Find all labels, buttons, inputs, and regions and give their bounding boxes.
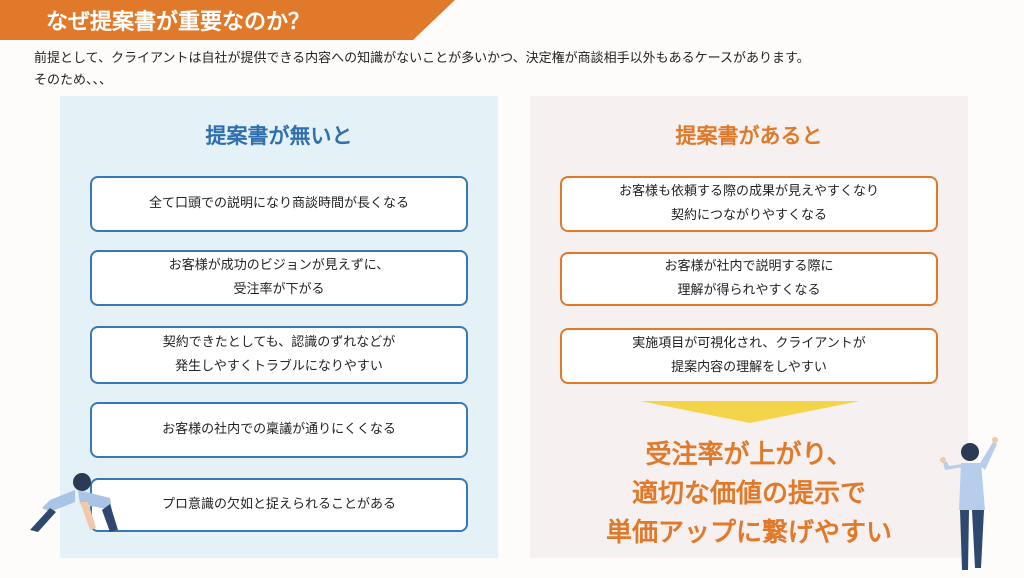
discouraged-person-illustration	[30, 473, 118, 532]
with-item: お客様が社内で説明する際に理解が得られやすくなる	[560, 252, 938, 306]
with-heading: 提案書があると	[675, 124, 823, 148]
without-item: お客様が成功のビジョンが見えずに、受注率が下がる	[90, 250, 468, 306]
item-text: 理解が得られやすくなる	[677, 283, 821, 298]
item-text: お客様の社内での稟議が通りにくくなる	[162, 422, 396, 437]
item-text: 全て口頭での説明になり商談時間が長くなる	[148, 196, 409, 211]
item-text: 発生しやすくトラブルになりやすい	[175, 359, 383, 374]
intro-text: 前提として、クライアントは自社が提供できる内容への知識がないことが多いかつ、決定…	[34, 48, 810, 92]
item-text: 契約できたとしても、認識のずれなどが	[162, 335, 396, 350]
result-text: 受注率が上がり、 適切な価値の提示で 単価アップに繋げやすい	[530, 436, 968, 553]
slide-title: なぜ提案書が重要なのか？	[46, 10, 311, 35]
without-item: お客様の社内での稟議が通りにくくなる	[90, 402, 468, 458]
with-item: 実施項目が可視化され、クライアントが提案内容の理解をしやすい	[560, 328, 938, 384]
without-item: プロ意識の欠如と捉えられることがある	[90, 478, 468, 532]
item-text: お客様も依頼する際の成果が見えやすくなり	[618, 184, 879, 199]
item-text: 契約につながりやすくなる	[670, 208, 827, 223]
item-text: お客様が成功のビジョンが見えずに、	[168, 258, 390, 273]
with-item: お客様も依頼する際の成果が見えやすくなり契約につながりやすくなる	[560, 176, 938, 232]
result-line: 受注率が上がり、	[645, 440, 853, 470]
title-banner	[0, 0, 455, 40]
result-line: 適切な価値の提示で	[631, 479, 866, 509]
down-arrow-icon	[640, 401, 860, 423]
item-text: お客様が社内で説明する際に	[664, 259, 834, 274]
cheering-person-illustration	[940, 437, 998, 570]
item-text: 実施項目が可視化され、クライアントが	[632, 336, 866, 351]
without-item: 契約できたとしても、認識のずれなどが発生しやすくトラブルになりやすい	[90, 326, 468, 384]
item-text: プロ意識の欠如と捉えられることがある	[161, 497, 396, 512]
item-text: 提案内容の理解をしやすい	[671, 360, 827, 375]
item-text: 受注率が下がる	[233, 282, 325, 297]
without-item: 全て口頭での説明になり商談時間が長くなる	[90, 176, 468, 232]
with-proposal-panel: 提案書があると お客様も依頼する際の成果が見えやすくなり契約につながりやすくなる…	[530, 96, 968, 558]
result-line: 単価アップに繋げやすい	[605, 518, 892, 548]
intro-line: そのため、、、	[34, 73, 113, 88]
without-heading: 提案書が無いと	[205, 124, 353, 148]
without-proposal-panel: 提案書が無いと 全て口頭での説明になり商談時間が長くなる お客様が成功のビジョン…	[60, 96, 498, 558]
intro-line: 前提として、クライアントは自社が提供できる内容への知識がないことが多いかつ、決定…	[34, 51, 810, 66]
